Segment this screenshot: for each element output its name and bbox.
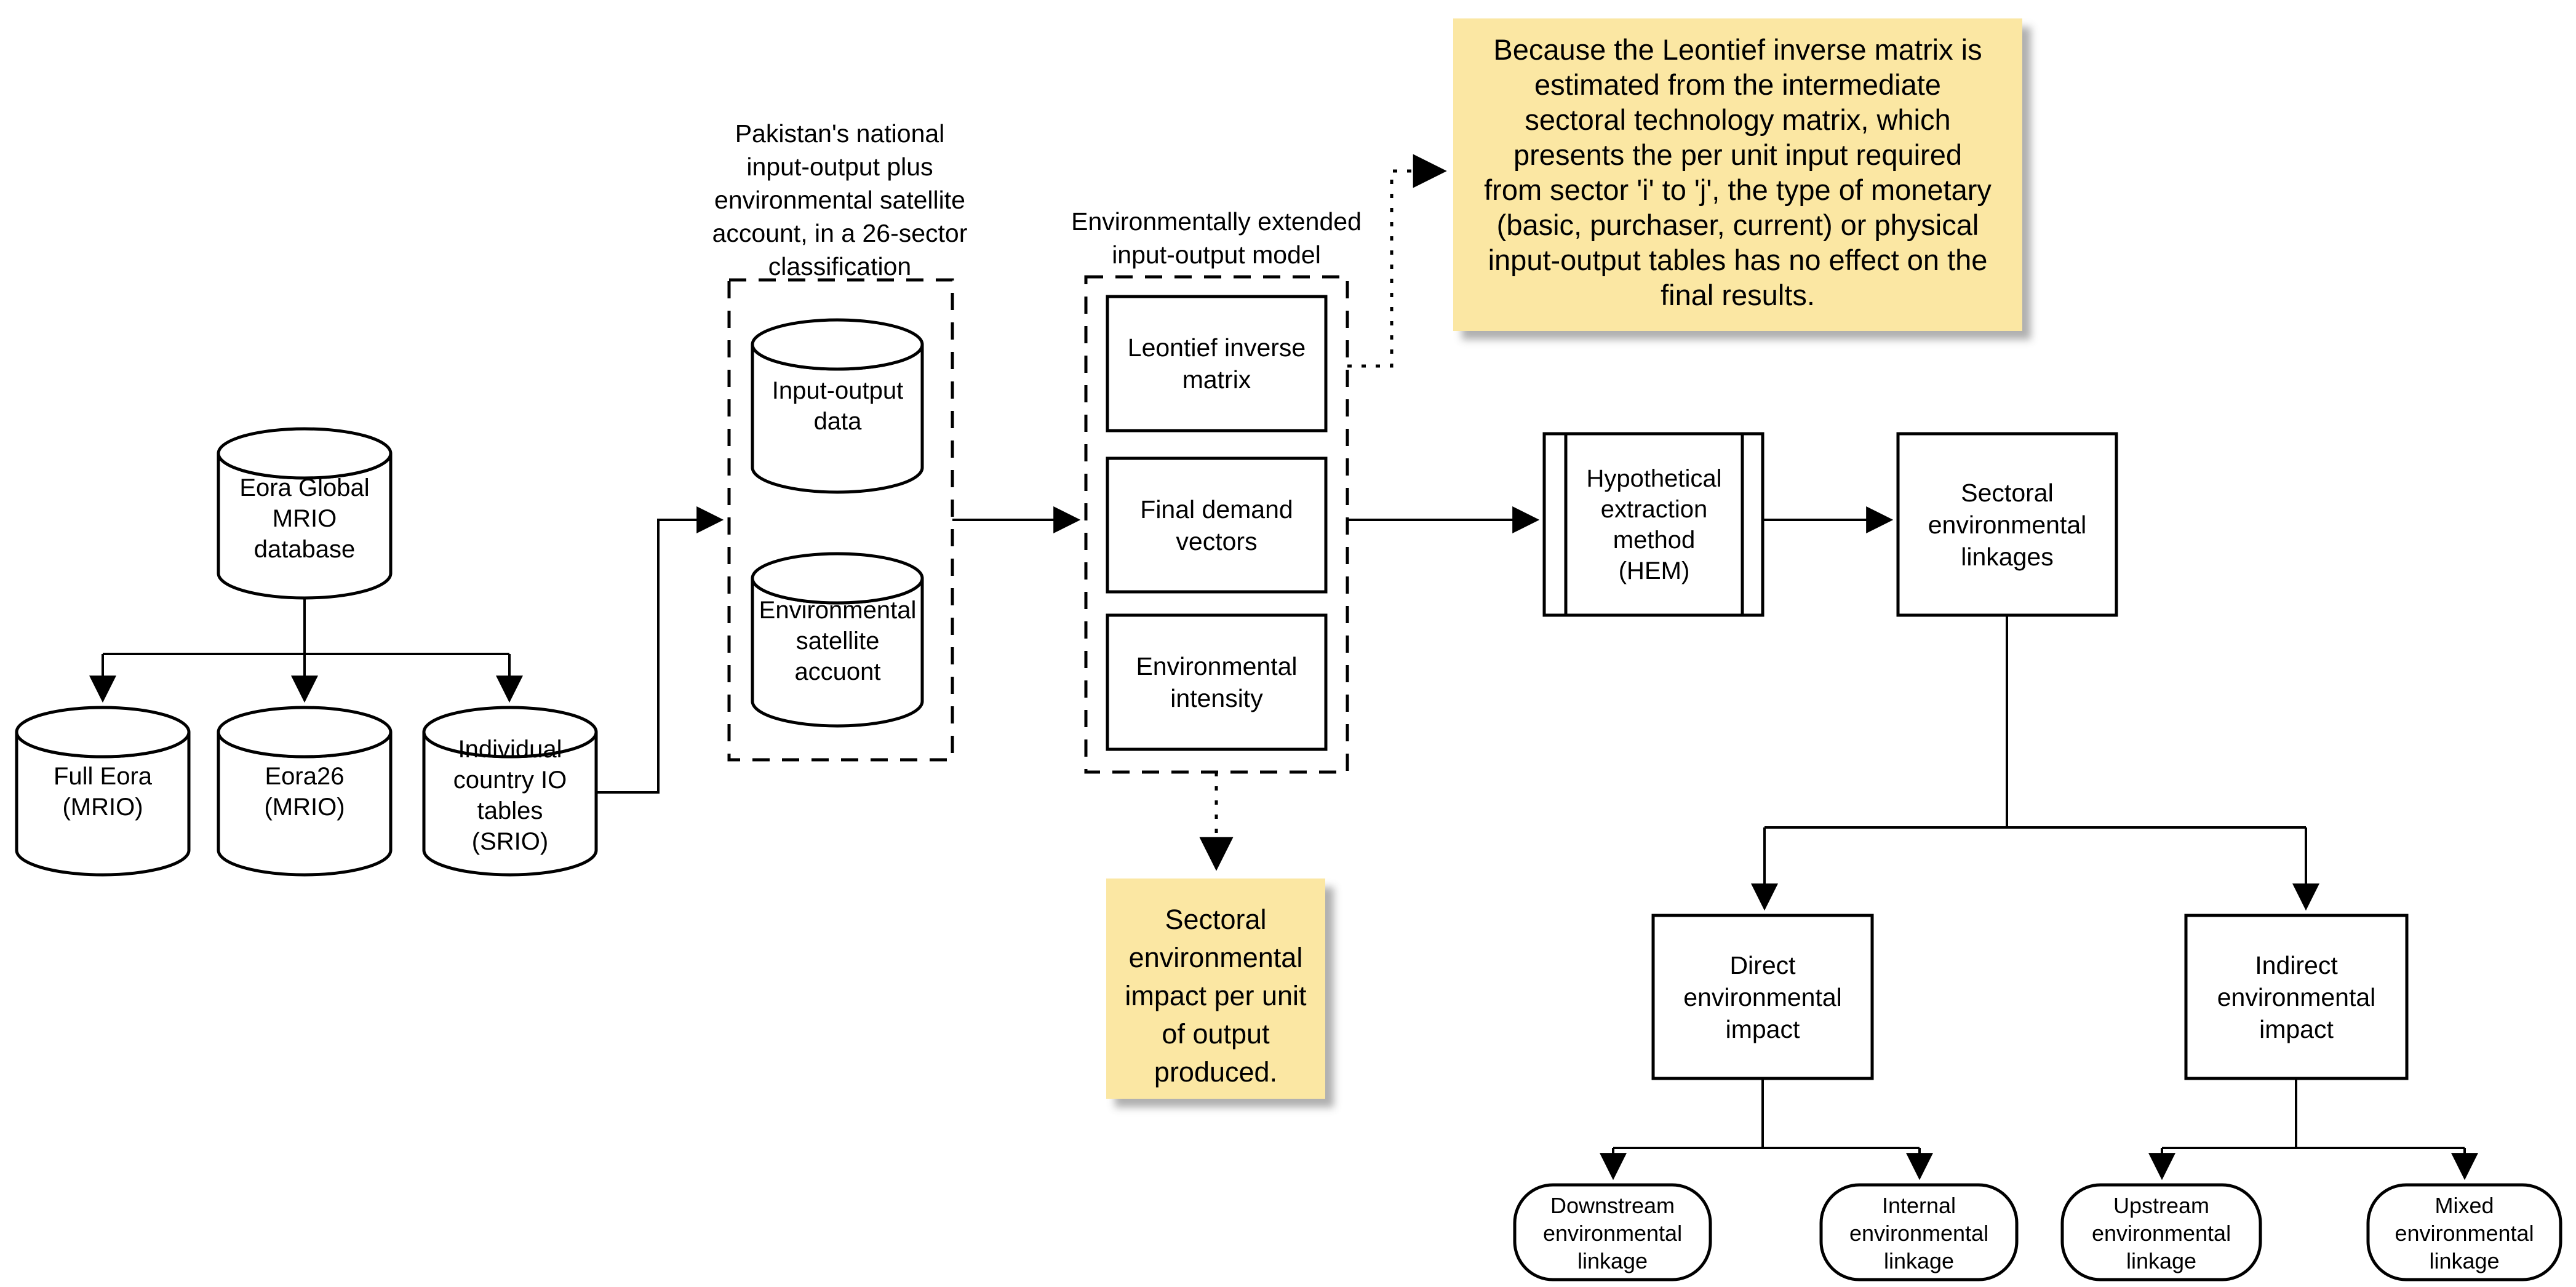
- mixed-label: Mixed environmental linkage: [2395, 1193, 2534, 1273]
- io-data-label: Input-output data: [772, 377, 904, 435]
- eeio-group-dashed-box: [1084, 275, 1349, 774]
- terminal-mixed: [2366, 1183, 2562, 1281]
- box-final-demand: [1106, 456, 1328, 594]
- cylinder-full-eora: [15, 706, 191, 877]
- dotted-arrow-leontief-to-note: [1347, 154, 1447, 368]
- box-leontief: [1106, 295, 1328, 432]
- connectors: [89, 506, 2478, 1181]
- individual-country-label: Individual country IO tables (SRIO): [453, 736, 567, 855]
- box-sectoral-linkages: [1896, 432, 2118, 617]
- cylinder-eora-global: [217, 427, 393, 600]
- upstream-label: Upstream environmental linkage: [2091, 1193, 2231, 1273]
- database-cylinders: [15, 318, 924, 877]
- hem-label: Hypothetical extraction method (HEM): [1586, 465, 1722, 584]
- terminal-upstream: [2060, 1183, 2262, 1281]
- cylinder-eora26: [217, 706, 393, 877]
- terminal-downstream: [1513, 1183, 1712, 1281]
- terminal-internal: [1819, 1183, 2019, 1281]
- cylinder-individual-country: [422, 706, 598, 877]
- sticky-note-leontief-explanation: Because the Leontief inverse matrix is e…: [1453, 18, 2022, 331]
- sectoral-linkages-label: Sectoral environmental linkages: [1928, 479, 2087, 571]
- connector-srio-to-pakistan-box: [596, 506, 724, 794]
- cylinder-env-satellite: [751, 552, 924, 728]
- downstream-label: Downstream environmental linkage: [1542, 1193, 1683, 1273]
- box-indirect-impact: [2184, 914, 2409, 1080]
- eeio-group-header: Environmentally extended input-output mo…: [1071, 207, 1362, 269]
- sticky-note-sectoral-impact: Sectoral environmental impact per unit o…: [1106, 879, 1325, 1099]
- cylinder-io-data: [751, 318, 924, 494]
- indirect-impact-label: Indirect environmental impact: [2217, 951, 2376, 1043]
- leontief-label: Leontief inverse matrix: [1127, 333, 1306, 394]
- final-demand-label: Final demand vectors: [1140, 495, 1293, 556]
- full-eora-label: Full Eora (MRIO): [53, 763, 153, 821]
- env-satellite-label: Environmental satellite accuont: [759, 597, 917, 685]
- eora26-label: Eora26 (MRIO): [264, 763, 345, 821]
- direct-impact-label: Direct environmental impact: [1683, 951, 1842, 1043]
- pakistan-group-header: Pakistan's national input-output plus en…: [712, 119, 968, 281]
- env-intensity-label: Environmental intensity: [1136, 652, 1298, 712]
- dotted-connectors: [1199, 154, 1447, 871]
- pakistan-group-dashed-box: [727, 278, 954, 762]
- eora-global-label: Eora Global MRIO database: [239, 474, 370, 563]
- box-direct-impact: [1651, 914, 1874, 1080]
- internal-label: Internal environmental linkage: [1849, 1193, 1989, 1273]
- process-boxes: [1106, 295, 2562, 1281]
- box-env-intensity: [1106, 613, 1328, 751]
- box-hem: [1542, 432, 1765, 617]
